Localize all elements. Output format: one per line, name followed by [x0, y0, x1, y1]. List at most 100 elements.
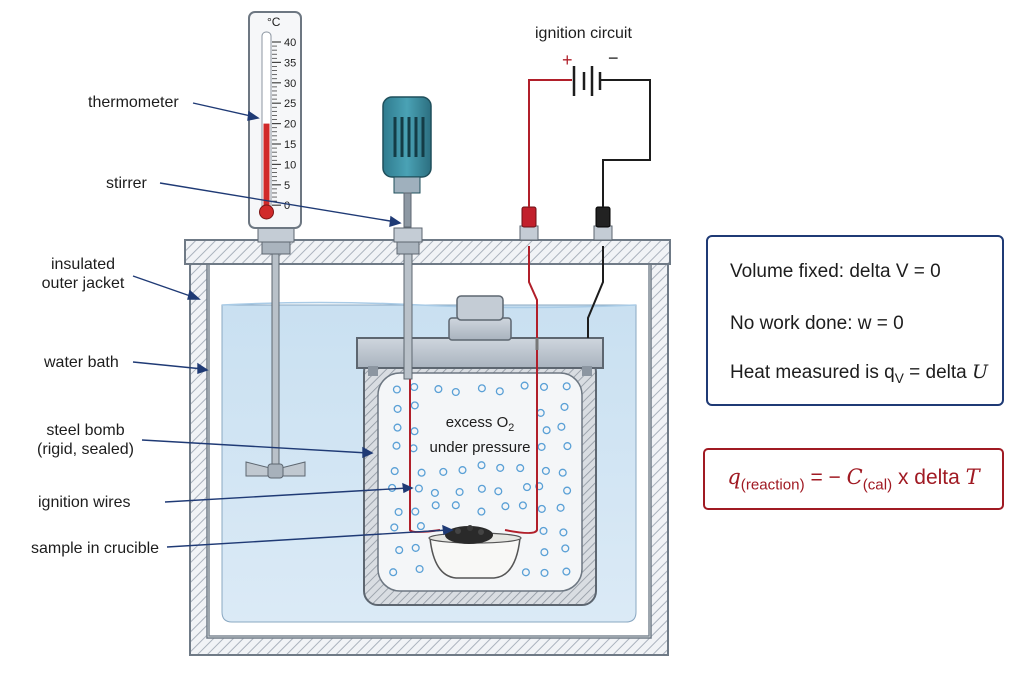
oxygen-bubble — [393, 404, 402, 413]
oxygen-bubble — [414, 484, 423, 493]
thermometer-tick-label: 25 — [284, 98, 296, 110]
oxygen-bubble — [388, 483, 397, 492]
oxygen-bubble — [411, 543, 420, 552]
oxygen-bubble — [415, 564, 424, 574]
label-jacket: insulated outer jacket — [33, 255, 133, 293]
oxygen-bubble — [389, 568, 398, 577]
black-terminal — [593, 206, 613, 241]
oxygen-bubble — [558, 468, 567, 477]
label-jacket-line2: outer jacket — [41, 275, 125, 292]
label-oxygen-line1: excess O2 — [445, 414, 515, 434]
oxygen-bubble — [394, 507, 403, 517]
oxygen-bubble — [520, 381, 529, 390]
oxygen-bubble — [416, 522, 425, 531]
oxygen-bubble — [477, 384, 486, 393]
oxygen-bubble — [496, 463, 505, 472]
label-oxygen: excess O2 under pressure — [415, 413, 545, 457]
info-box: Volume fixed: delta V = 0 No work done: … — [706, 235, 1004, 406]
oxygen-bubble — [411, 507, 420, 516]
label-water-bath: water bath — [44, 354, 119, 371]
oxygen-bubble — [556, 503, 565, 512]
oxygen-bubble — [495, 387, 504, 396]
oxygen-bubble — [477, 484, 486, 493]
oxygen-bubble — [561, 544, 570, 553]
oxygen-bubble — [563, 442, 572, 451]
thermometer-tick-label: 40 — [284, 37, 296, 49]
label-bomb-line1: steel bomb — [46, 422, 125, 439]
label-oxygen-line2: under pressure — [429, 438, 531, 456]
label-stirrer: stirrer — [106, 175, 147, 192]
oxygen-bubble — [559, 528, 568, 537]
thermometer-tick-label: 10 — [284, 159, 296, 171]
oxygen-bubble — [541, 466, 550, 475]
oxygen-bubble — [539, 526, 548, 535]
label-ignition-wires: ignition wires — [38, 494, 131, 511]
formula-box: q(reaction) = − C(cal) x delta T — [703, 448, 1004, 510]
oxygen-bubble — [542, 426, 551, 435]
label-bomb-line2: (rigid, sealed) — [37, 441, 134, 458]
oxygen-bubble — [410, 401, 419, 410]
oxygen-bubble — [434, 385, 443, 394]
thermometer-tick-label: 30 — [284, 78, 296, 90]
oxygen-bubble — [439, 467, 448, 476]
oxygen-bubble — [518, 501, 527, 510]
thermometer — [248, 11, 302, 229]
label-jacket-line1: insulated — [50, 256, 116, 273]
label-sample: sample in crucible — [31, 540, 160, 557]
oxygen-bubble — [540, 568, 549, 577]
thermometer-tick-label: 5 — [284, 180, 290, 192]
oxygen-bubble — [516, 464, 525, 473]
oxygen-bubble — [539, 382, 549, 391]
oxygen-bubble — [535, 482, 544, 491]
thermometer-tick-label: 35 — [284, 57, 296, 69]
thermometer-probe — [245, 225, 306, 479]
red-terminal — [519, 206, 539, 241]
oxygen-bubble — [390, 467, 399, 476]
oxygen-bubble — [410, 427, 419, 436]
thermometer-tick-label: 0 — [284, 200, 290, 212]
label-steel-bomb: steel bomb (rigid, sealed) — [28, 421, 143, 459]
oxygen-bubble — [451, 501, 460, 510]
oxygen-bubble — [392, 441, 401, 450]
oxygen-bubble — [562, 567, 571, 576]
ignition-circuit — [528, 66, 651, 207]
oxygen-bubble — [455, 487, 464, 497]
oxygen-bubble — [557, 422, 566, 431]
oxygen-bubble — [537, 442, 546, 451]
oxygen-bubble — [451, 387, 460, 397]
oxygen-bubble — [430, 488, 439, 497]
thermometer-scale: 40 35 30 25 20 15 10 5 0 — [284, 37, 296, 212]
label-thermometer: thermometer — [88, 94, 179, 111]
oxygen-bubble — [563, 486, 572, 495]
minus-sign: − — [608, 48, 619, 68]
stirrer — [382, 96, 432, 380]
info-volume: Volume fixed: delta V = 0 — [730, 261, 941, 282]
info-heat: Heat measured is qV = delta U — [730, 361, 989, 386]
oxygen-bubble — [537, 504, 546, 513]
oxygen-bubble — [477, 507, 486, 516]
oxygen-bubble — [560, 402, 569, 411]
sample — [445, 525, 493, 544]
oxygen-bubble — [417, 468, 426, 477]
oxygen-bubbles — [388, 381, 572, 577]
oxygen-bubble — [390, 523, 399, 532]
oxygen-bubble — [521, 568, 530, 577]
thermometer-tick-label: 15 — [284, 139, 296, 151]
oxygen-bubble — [395, 546, 404, 555]
leader-lines — [132, 102, 454, 548]
oxygen-bubble — [393, 423, 402, 432]
thermometer-unit: °C — [267, 15, 281, 29]
label-ignition-circuit: ignition circuit — [535, 25, 632, 42]
info-work: No work done: w = 0 — [730, 313, 904, 334]
formula: q(reaction) = − C(cal) x delta T — [727, 464, 980, 494]
oxygen-bubble — [540, 548, 549, 557]
oxygen-bubble — [477, 461, 486, 470]
oxygen-bubble — [494, 487, 503, 496]
oxygen-bubble — [562, 382, 571, 391]
thermometer-tick-label: 20 — [284, 119, 296, 131]
calorimeter-lid — [184, 239, 671, 265]
oxygen-bubble — [522, 483, 532, 492]
oxygen-bubble — [392, 385, 401, 394]
